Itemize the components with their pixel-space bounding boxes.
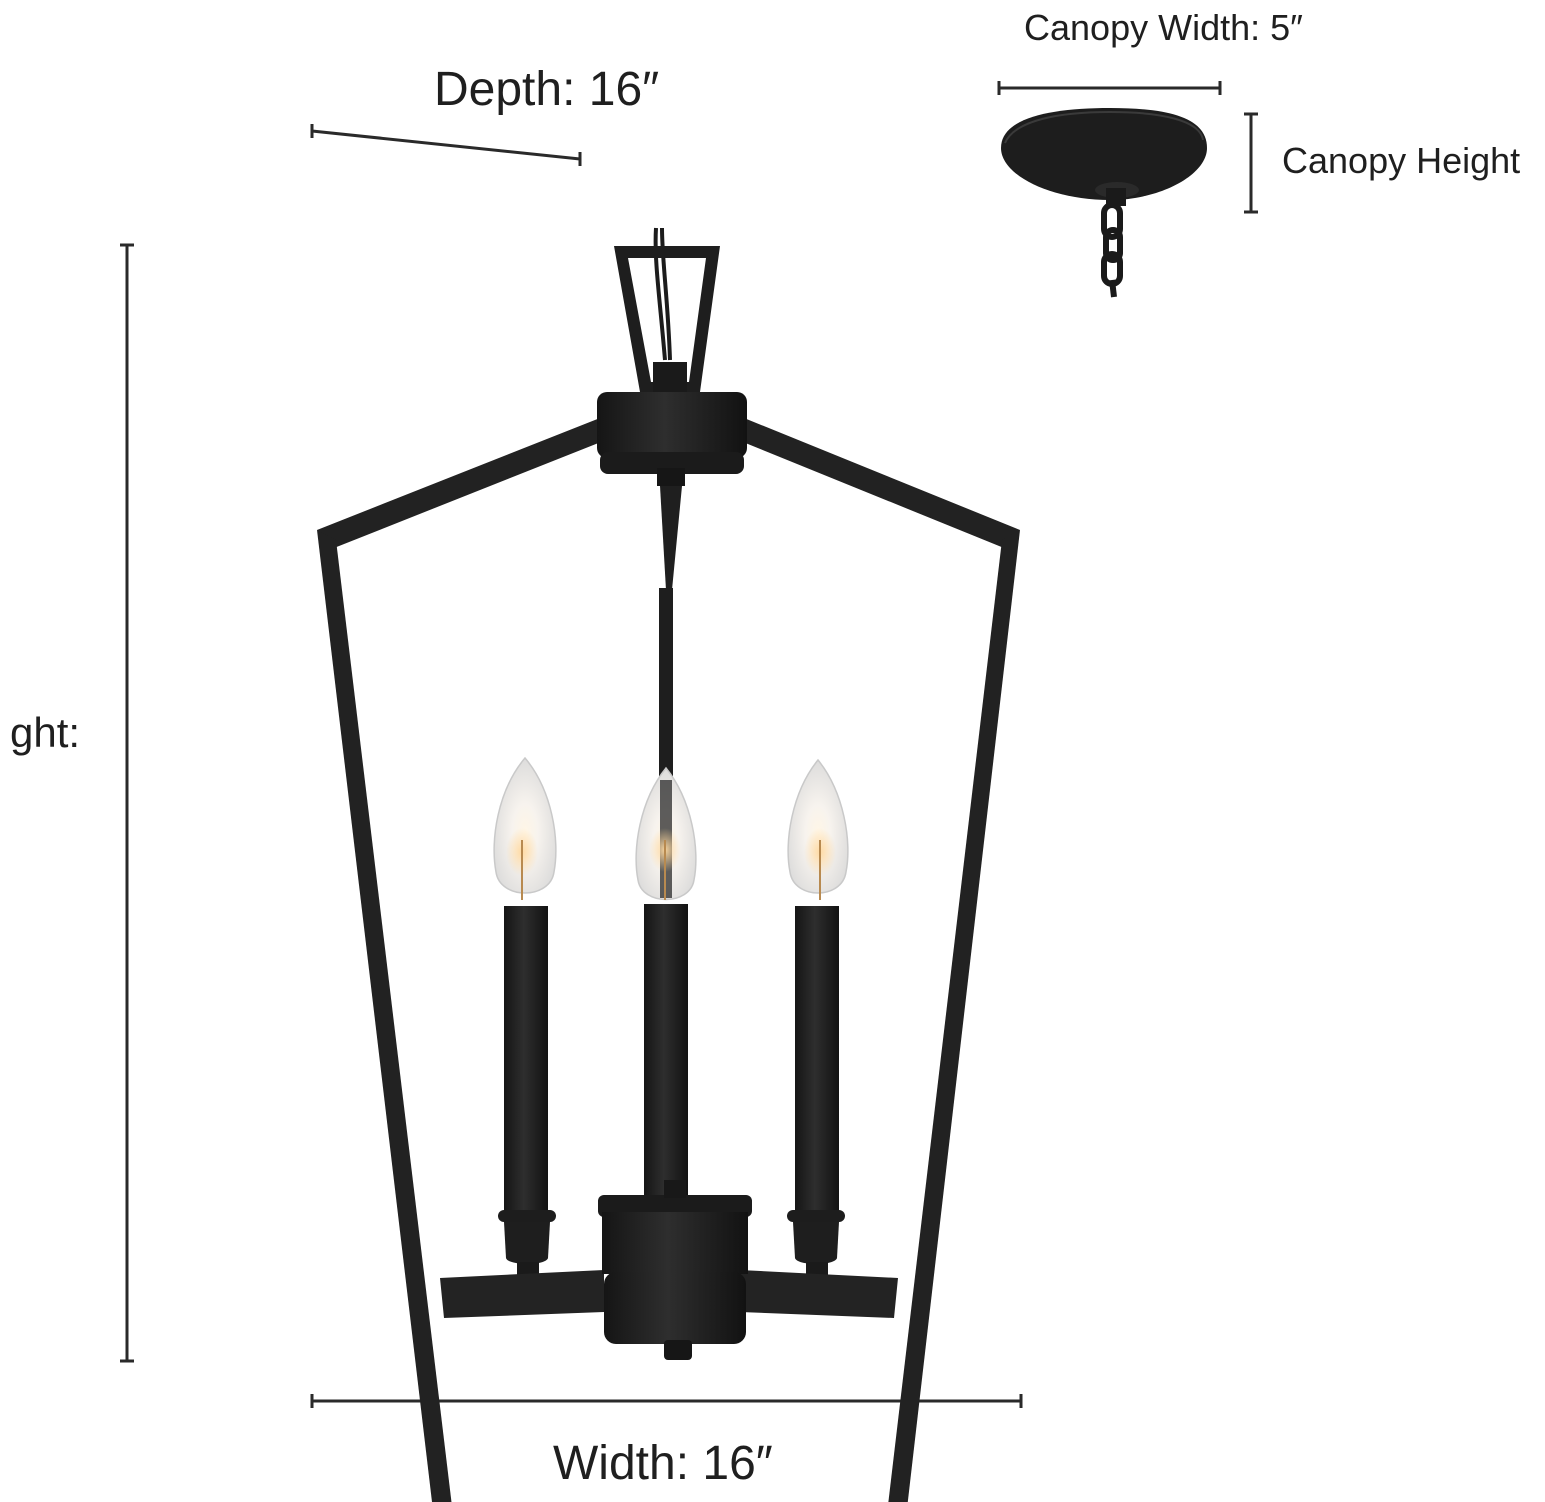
bulb-left — [493, 756, 557, 900]
canopy-height-label: Canopy Height — [1282, 140, 1521, 181]
bulb-right — [787, 758, 849, 900]
depth-dimension-line — [310, 124, 582, 166]
bottom-arms — [440, 1270, 898, 1318]
canopy — [1001, 108, 1207, 206]
height-dimension-line — [120, 243, 134, 1363]
depth-label: Depth: 16″ — [434, 63, 660, 116]
bulbs — [493, 756, 849, 901]
canopy-height-dimension-line — [1244, 112, 1258, 214]
canopy-width-dimension-line — [997, 81, 1222, 95]
top-loop — [614, 246, 720, 392]
candle-sockets — [498, 904, 845, 1278]
top-hub — [597, 392, 747, 486]
candle-left — [504, 906, 548, 1214]
finial — [664, 1340, 692, 1360]
top-coupler — [653, 362, 687, 392]
bottom-hub — [598, 1180, 752, 1344]
candle-right — [795, 906, 839, 1214]
cord — [653, 227, 672, 361]
bulb-center — [635, 766, 697, 901]
chain — [1101, 202, 1123, 298]
canopy-width-label: Canopy Width: 5″ — [1024, 7, 1303, 48]
candle-center — [644, 904, 688, 1196]
height-label: ght: — [10, 709, 81, 756]
frame — [317, 418, 1020, 1502]
width-label: Width: 16″ — [553, 1437, 773, 1490]
